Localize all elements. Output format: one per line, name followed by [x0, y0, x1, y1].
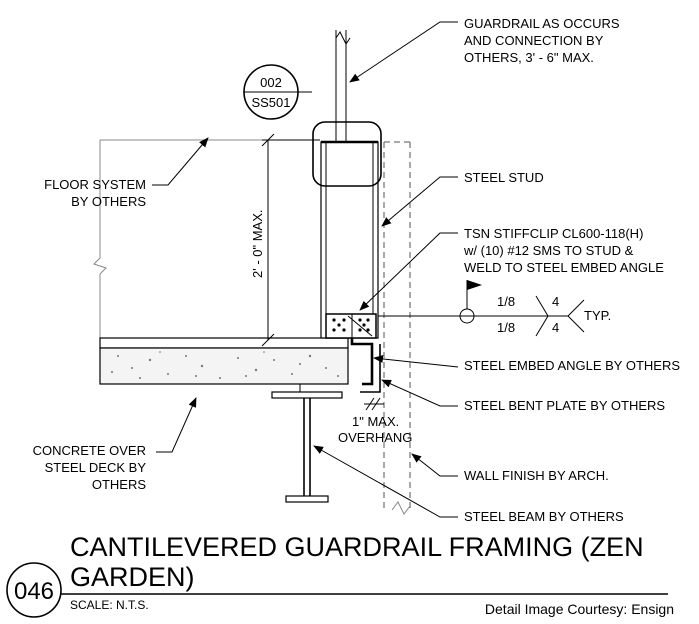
steel-stud — [320, 140, 379, 339]
callout-concrete-line1: CONCRETE OVER — [33, 443, 146, 458]
guardrail-post — [312, 30, 382, 187]
detail-number: 046 — [14, 578, 54, 605]
callout-floor-line2: BY OTHERS — [71, 194, 146, 209]
callout-steel-stud: STEEL STUD — [464, 170, 544, 185]
title-line1: CANTILEVERED GUARDRAIL FRAMING (ZEN — [70, 532, 644, 562]
callout-steel-beam: STEEL BEAM BY OTHERS — [464, 509, 624, 524]
section-tag-bottom: SS501 — [251, 95, 290, 110]
callout-guardrail-line1: GUARDRAIL AS OCCURS — [464, 16, 620, 31]
credit-text: Detail Image Courtesy: Ensign — [485, 601, 674, 617]
callout-floor-system: FLOOR SYSTEM BY OTHERS — [44, 177, 146, 209]
section-tag-top: 002 — [260, 75, 282, 90]
callout-bent-plate: STEEL BENT PLATE BY OTHERS — [464, 398, 665, 413]
section-tag: 002 SS501 — [243, 64, 312, 120]
overhang-line1: 1" MAX. — [352, 414, 399, 429]
callout-guardrail-line3: OTHERS, 3' - 6" MAX. — [464, 50, 594, 65]
callout-wall-finish: WALL FINISH BY ARCH. — [464, 468, 609, 483]
callout-stiffclip-line2: w/ (10) #12 SMS TO STUD & — [463, 243, 634, 258]
callout-guardrail-line2: AND CONNECTION BY — [464, 33, 604, 48]
callout-guardrail: GUARDRAIL AS OCCURS AND CONNECTION BY OT… — [464, 16, 620, 65]
callout-concrete-line3: OTHERS — [92, 477, 147, 492]
leader-lines — [152, 21, 459, 518]
scale-text: SCALE: N.T.S. — [70, 598, 149, 612]
callout-embed-angle: STEEL EMBED ANGLE BY OTHERS — [464, 358, 680, 373]
height-dimension: 2' - 0" MAX. — [250, 133, 320, 347]
callout-stiffclip-line3: WELD TO STEEL EMBED ANGLE — [464, 260, 664, 275]
embed-angle — [350, 338, 381, 393]
stiffclip — [325, 313, 377, 339]
wall-finish — [383, 141, 411, 515]
overhang-line2: OVERHANG — [338, 430, 412, 445]
weld-size-bottom: 1/8 — [497, 320, 515, 335]
callout-stiffclip: TSN STIFFCLIP CL600-118(H) w/ (10) #12 S… — [463, 226, 664, 275]
overhang-dimension: 1" MAX. OVERHANG — [338, 397, 412, 445]
steel-beam — [271, 391, 343, 503]
weld-length-top: 4 — [552, 294, 559, 309]
height-dimension-label: 2' - 0" MAX. — [250, 209, 265, 278]
callout-floor-line1: FLOOR SYSTEM — [44, 177, 146, 192]
title-block: 046 CANTILEVERED GUARDRAIL FRAMING (ZEN … — [6, 532, 674, 618]
callout-stiffclip-line1: TSN STIFFCLIP CL600-118(H) — [464, 226, 643, 241]
weld-note: TYP. — [584, 308, 611, 323]
callout-concrete: CONCRETE OVER STEEL DECK BY OTHERS — [33, 443, 147, 492]
concrete-slab — [99, 337, 349, 392]
weld-length-bottom: 4 — [552, 320, 559, 335]
callout-concrete-line2: STEEL DECK BY — [45, 460, 147, 475]
floor-system — [93, 139, 320, 338]
weld-size-top: 1/8 — [497, 294, 515, 309]
title-line2: GARDEN) — [70, 562, 195, 592]
weld-symbol: 1/8 4 1/8 4 TYP. — [378, 280, 611, 337]
